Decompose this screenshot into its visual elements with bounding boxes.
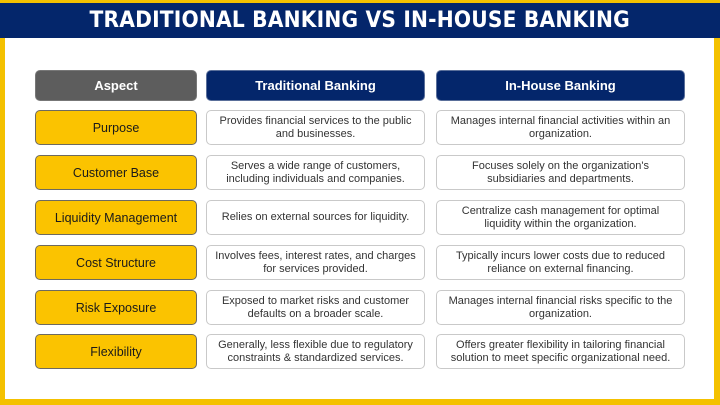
aspect-liquidity-management: Liquidity Management [35,200,197,235]
traditional-flexibility: Generally, less flexible due to regulato… [206,334,425,369]
page-title: TRADITIONAL BANKING VS IN-HOUSE BANKING [89,8,631,33]
traditional-liquidity-management: Relies on external sources for liquidity… [206,200,425,235]
header-inhouse: In-House Banking [436,70,685,101]
aspect-risk-exposure: Risk Exposure [35,290,197,325]
inhouse-flexibility: Offers greater flexibility in tailoring … [436,334,685,369]
header-aspect: Aspect [35,70,197,101]
traditional-cost-structure: Involves fees, interest rates, and charg… [206,245,425,280]
traditional-customer-base: Serves a wide range of customers, includ… [206,155,425,190]
inhouse-risk-exposure: Manages internal financial risks specifi… [436,290,685,325]
inhouse-purpose: Manages internal financial activities wi… [436,110,685,145]
inhouse-customer-base: Focuses solely on the organization's sub… [436,155,685,190]
aspect-cost-structure: Cost Structure [35,245,197,280]
aspect-customer-base: Customer Base [35,155,197,190]
header-traditional: Traditional Banking [206,70,425,101]
aspect-flexibility: Flexibility [35,334,197,369]
traditional-risk-exposure: Exposed to market risks and customer def… [206,290,425,325]
inhouse-liquidity-management: Centralize cash management for optimal l… [436,200,685,235]
title-bar: TRADITIONAL BANKING VS IN-HOUSE BANKING [0,3,720,38]
inhouse-cost-structure: Typically incurs lower costs due to redu… [436,245,685,280]
traditional-purpose: Provides financial services to the publi… [206,110,425,145]
aspect-purpose: Purpose [35,110,197,145]
